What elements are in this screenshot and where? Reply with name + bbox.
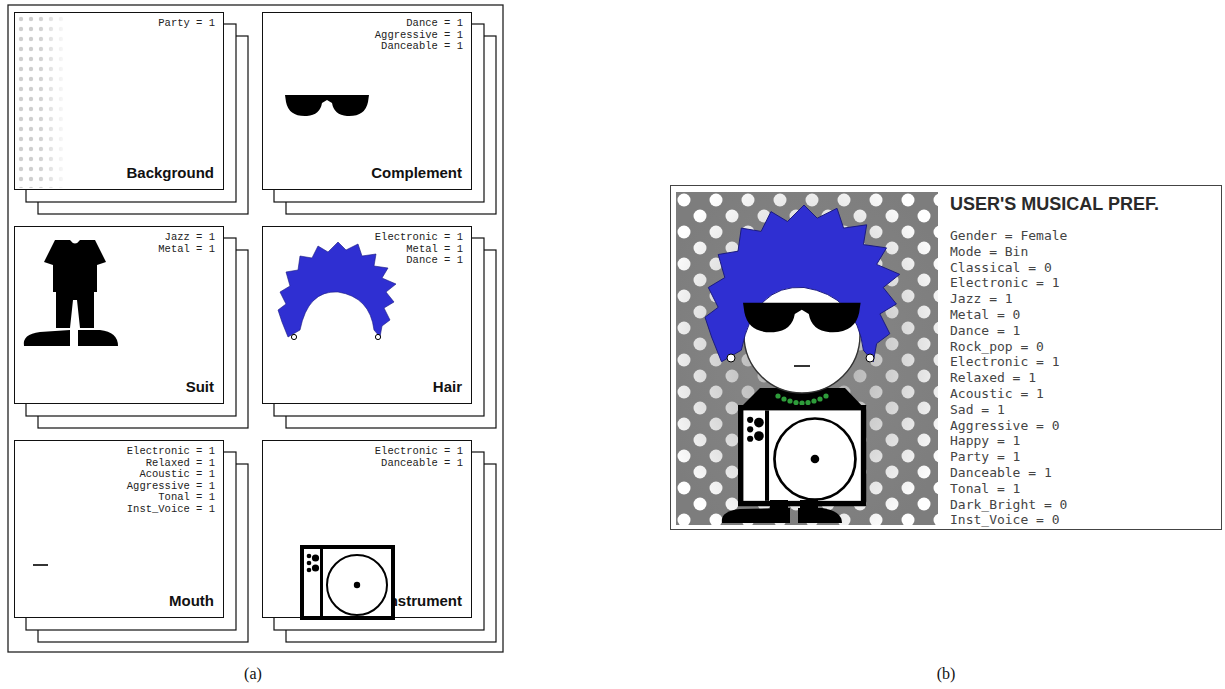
attribute-list: Jazz = 1Metal = 1 — [158, 232, 215, 255]
attribute-value: Inst_Voice = 1 — [127, 504, 215, 516]
feature-card: Electronic = 1Danceable = 1 Instrument — [262, 440, 472, 618]
card-title: Background — [126, 164, 214, 182]
avatar-speaker — [738, 405, 866, 506]
necklace-bead — [787, 398, 792, 403]
preference-value: Danceable = 1 — [950, 465, 1159, 481]
preference-value: Classical = 0 — [950, 260, 1159, 276]
avatar-leg — [770, 500, 788, 510]
attribute-value: Electronic = 1 — [375, 232, 463, 244]
sunglasses-icon — [285, 95, 369, 116]
avatar-shoe — [798, 508, 842, 523]
preference-value: Aggressive = 0 — [950, 418, 1159, 434]
attribute-value: Danceable = 1 — [375, 458, 463, 470]
feature-card: Electronic = 1Metal = 1Dance = 1 Hair — [262, 226, 472, 404]
avatar-face — [744, 277, 860, 393]
avatar-shirt — [738, 388, 866, 440]
attribute-list: Party = 1 — [158, 18, 215, 30]
preference-value: Mode = Bin — [950, 244, 1159, 260]
attribute-value: Dance = 1 — [375, 18, 463, 30]
necklace-bead — [805, 400, 810, 405]
preference-value: Electronic = 1 — [950, 275, 1159, 291]
card-title: Hair — [433, 378, 462, 396]
avatar-mouth — [794, 365, 810, 367]
attribute-value: Tonal = 1 — [127, 492, 215, 504]
panel-heading: USER'S MUSICAL PREF. — [950, 193, 1159, 215]
attribute-value: Electronic = 1 — [127, 446, 215, 458]
necklace-bead — [817, 396, 822, 401]
panel-label: (a) — [244, 664, 262, 684]
avatar-background — [676, 192, 938, 525]
preference-value: Metal = 0 — [950, 307, 1159, 323]
necklace-bead — [775, 393, 780, 398]
attribute-value: Acoustic = 1 — [127, 469, 215, 481]
preference-value: Dark_Bright = 0 — [950, 497, 1159, 513]
necklace-bead — [781, 396, 786, 401]
attribute-value: Metal = 1 — [375, 244, 463, 256]
preference-list: USER'S MUSICAL PREF. Gender = FemaleMode … — [950, 193, 1159, 528]
preference-value: Acoustic = 1 — [950, 386, 1159, 402]
earring-icon — [291, 334, 296, 339]
card-title: Mouth — [169, 592, 214, 610]
card-title: Instrument — [384, 592, 462, 610]
attribute-value: Dance = 1 — [375, 255, 463, 267]
pattern-fade — [676, 192, 938, 525]
mouth-icon — [33, 564, 48, 566]
attribute-value: Metal = 1 — [158, 244, 215, 256]
card-title: Complement — [371, 164, 462, 182]
preference-value: Tonal = 1 — [950, 481, 1159, 497]
feature-card: Electronic = 1Relaxed = 1Acoustic = 1Agg… — [14, 440, 224, 618]
card-title: Suit — [186, 378, 214, 396]
attribute-value: Party = 1 — [158, 18, 215, 30]
attribute-list: Electronic = 1Relaxed = 1Acoustic = 1Agg… — [127, 446, 215, 516]
attribute-list: Electronic = 1Metal = 1Dance = 1 — [375, 232, 463, 267]
preference-value: Happy = 1 — [950, 433, 1159, 449]
attribute-value: Danceable = 1 — [375, 41, 463, 53]
pattern-fade — [38, 14, 68, 188]
attribute-value: Jazz = 1 — [158, 232, 215, 244]
panel-label: (b) — [937, 664, 956, 684]
trousers-icon — [56, 290, 94, 328]
preference-value: Sad = 1 — [950, 402, 1159, 418]
shoe-icon — [24, 330, 70, 346]
attribute-value: Aggressive = 1 — [127, 481, 215, 493]
preference-value: Rock_pop = 0 — [950, 339, 1159, 355]
hair-icon — [278, 242, 396, 337]
preference-value: Relaxed = 1 — [950, 370, 1159, 386]
necklace-bead — [799, 400, 804, 405]
dot-pattern — [16, 14, 66, 188]
feature-card: Party = 1 Background — [14, 12, 224, 190]
shirt-icon — [44, 240, 106, 292]
preference-value: Gender = Female — [950, 228, 1159, 244]
preference-value: Inst_Voice = 0 — [950, 512, 1159, 528]
preference-panel: USER'S MUSICAL PREF. Gender = FemaleMode … — [670, 185, 1222, 530]
feature-card: Jazz = 1Metal = 1 Suit — [14, 226, 224, 404]
necklace-bead — [823, 393, 828, 398]
attribute-list: Dance = 1Aggressive = 1Danceable = 1 — [375, 18, 463, 53]
attribute-value: Electronic = 1 — [375, 446, 463, 458]
preference-value: Electronic = 1 — [950, 354, 1159, 370]
shoe-icon — [78, 330, 118, 346]
attribute-list: Electronic = 1Danceable = 1 — [375, 446, 463, 469]
avatar-earring — [866, 354, 874, 362]
preference-value: Party = 1 — [950, 449, 1159, 465]
avatar-sunglasses — [743, 303, 861, 332]
speaker-icon — [300, 545, 395, 620]
preference-value: Jazz = 1 — [950, 291, 1159, 307]
necklace-bead — [811, 398, 816, 403]
preference-value: Dance = 1 — [950, 323, 1159, 339]
avatar-hair — [705, 205, 900, 362]
attribute-value: Aggressive = 1 — [375, 30, 463, 42]
avatar-leg — [800, 500, 818, 510]
dot-pattern — [676, 192, 938, 525]
avatar-shoe — [722, 508, 790, 523]
avatar-earring — [727, 354, 735, 362]
feature-card: Dance = 1Aggressive = 1Danceable = 1 Comp… — [262, 12, 472, 190]
panel-frame — [8, 5, 503, 652]
necklace-bead — [793, 400, 798, 405]
attribute-value: Relaxed = 1 — [127, 458, 215, 470]
earring-icon — [375, 334, 380, 339]
